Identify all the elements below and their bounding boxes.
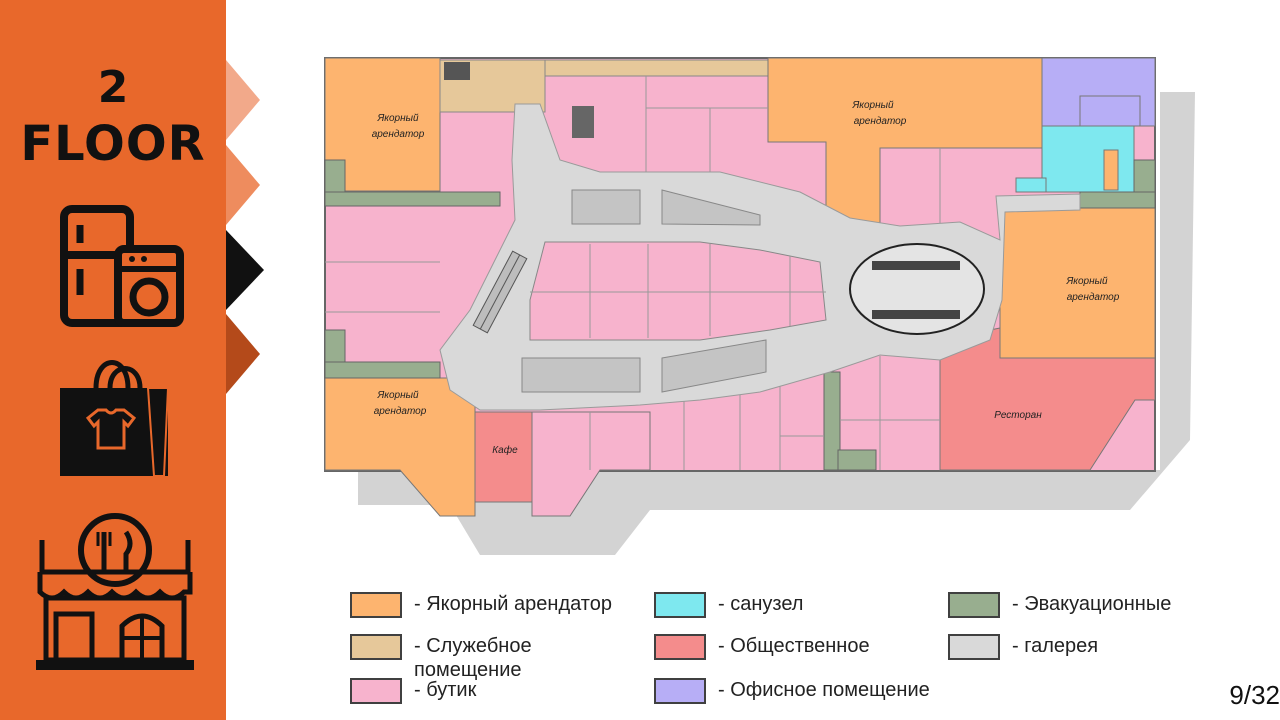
chevron-3-active[interactable] (226, 230, 266, 310)
floor-number: 2 (97, 62, 129, 113)
legend-swatch (350, 634, 402, 660)
legend-label: - Офисное помещение (718, 679, 930, 701)
legend-label: - санузел (718, 593, 804, 615)
label-anchor-r-2: арендатор (1067, 292, 1120, 303)
floor-title: 2 FLOOR (0, 62, 226, 172)
legend-item-evacuation: - Эвакуационные коридоры (948, 590, 1230, 620)
restaurant-icon[interactable] (34, 510, 196, 672)
legend-item-anchor: - Якорный арендатор (350, 590, 640, 620)
label-anchor-tl-2: арендатор (372, 129, 425, 140)
legend-item-catering: - Общественное питание (654, 632, 944, 662)
legend-swatch (948, 634, 1000, 660)
legend-label: - Общественное питание (718, 635, 870, 662)
label-anchor-tc-1: Якорный (851, 100, 894, 111)
clothing-bag-icon[interactable] (58, 348, 170, 478)
legend-swatch (350, 592, 402, 618)
legend-label: - Служебное помещение (414, 635, 532, 681)
anchor-tenant-right[interactable] (999, 207, 1156, 359)
atrium-ellipse (849, 243, 985, 335)
floor-sidebar: 2 FLOOR (0, 0, 226, 720)
appliances-icon[interactable] (60, 205, 184, 327)
label-anchor-r-1: Якорный (1065, 276, 1108, 287)
legend-item-restroom: - санузел (654, 590, 944, 620)
legend: - Якорный арендатор - Служебное помещени… (350, 590, 1230, 720)
restroom[interactable] (1041, 125, 1135, 193)
floor-plan: Якорный арендатор Якорный арендатор Якор… (324, 57, 1195, 555)
label-anchor-tc-2: арендатор (854, 116, 907, 127)
page-number: 9/32 (1229, 680, 1280, 710)
chevron-1[interactable] (226, 60, 266, 140)
legend-item-boutique: - бутик (350, 676, 640, 706)
evacuation-corridor[interactable] (324, 191, 501, 207)
label-anchor-bl-1: Якорный (376, 390, 419, 401)
floor-word: FLOOR (20, 116, 206, 172)
chevron-4[interactable] (226, 314, 266, 394)
legend-label: - Эвакуационные коридоры (1012, 593, 1172, 620)
label-cafe: Кафе (492, 444, 518, 456)
legend-swatch (654, 678, 706, 704)
legend-item-service: - Служебное помещение (350, 632, 640, 682)
legend-label: - Якорный арендатор (414, 593, 612, 615)
legend-swatch (654, 592, 706, 618)
legend-item-office: - Офисное помещение (654, 676, 944, 706)
label-anchor-bl-2: арендатор (374, 406, 427, 417)
label-restaurant: Ресторан (994, 410, 1042, 421)
legend-swatch (350, 678, 402, 704)
legend-label: - галерея (1012, 635, 1099, 657)
legend-swatch (654, 634, 706, 660)
cafe-area[interactable] (474, 411, 533, 503)
legend-swatch (948, 592, 1000, 618)
restaurant-area[interactable] (939, 327, 1156, 471)
legend-item-gallery: - галерея (948, 632, 1230, 662)
chevron-2[interactable] (226, 145, 266, 225)
label-anchor-tl-1: Якорный (376, 113, 419, 124)
legend-label: - бутик (414, 679, 477, 701)
